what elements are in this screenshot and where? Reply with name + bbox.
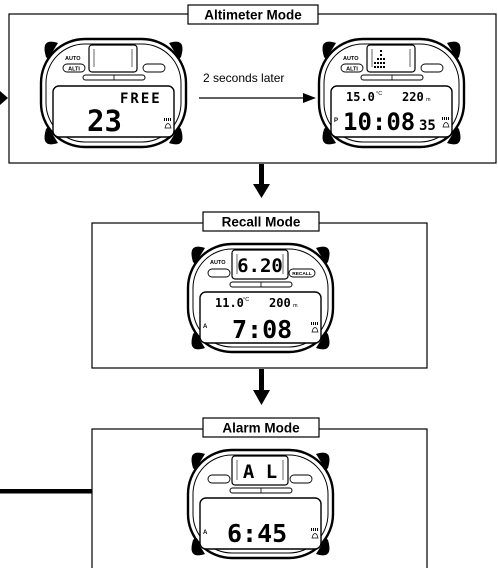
altimeter-mode-title: Altimeter Mode	[204, 8, 302, 23]
lcd-altitude-unit: m	[426, 97, 431, 103]
watch-altimeter-readout: AUTO ALTI 15.0 °C 220 m P 10:08 35	[317, 37, 466, 149]
alti-button-label: ALTI	[346, 67, 358, 73]
battery-icon	[311, 322, 318, 325]
auto-label: AUTO	[210, 260, 226, 266]
lcd-pm-indicator: P	[334, 118, 338, 124]
lcd-top-text: FREE	[120, 91, 162, 107]
lcd-alarm-time: 6:45	[227, 519, 287, 548]
alarm-mode-title: Alarm Mode	[222, 421, 300, 436]
altimeter-mode-panel: Altimeter Mode AUTO ALTI FREE 23	[0, 4, 497, 164]
watch-recall: 6.20 AUTO RECALL 11.0 °C 200 m A 7:08	[186, 242, 335, 354]
arrow-to-alarm	[253, 369, 270, 405]
battery-icon	[311, 528, 318, 531]
battery-icon	[164, 118, 171, 121]
alti-button[interactable]	[340, 63, 364, 73]
lcd-main-time: 7:08	[232, 315, 292, 344]
alti-button-label: ALTI	[68, 67, 80, 73]
lcd-altitude-unit: m	[293, 303, 298, 309]
watch-altimeter-free: AUTO ALTI FREE 23	[39, 37, 188, 149]
recall-mode-panel: Recall Mode 6.20 AUTO RECALL 11.0 °C 200…	[91, 211, 428, 369]
outgoing-line	[0, 489, 93, 494]
alarm-bell-icon	[164, 123, 172, 129]
lcd-temperature: 15.0	[346, 90, 375, 104]
recall-window-text: 6.20	[237, 255, 283, 277]
lcd-temperature-unit: °C	[243, 297, 249, 303]
lcd-seconds: 35	[419, 118, 436, 134]
alarm-window-text: A L	[243, 461, 277, 483]
transition-label: 2 seconds later	[203, 71, 284, 85]
lcd-am-indicator: A	[203, 324, 208, 330]
lcd-main-time: 10:08	[343, 108, 415, 136]
auto-label: AUTO	[343, 56, 359, 62]
lcd-temperature: 11.0	[215, 296, 244, 310]
alarm-bell-icon	[311, 327, 319, 333]
recall-button-label: RECALL	[292, 271, 312, 277]
recall-mode-title: Recall Mode	[222, 215, 301, 230]
transition-arrow: 2 seconds later	[199, 71, 316, 103]
watch-alarm: A L A 6:45	[186, 448, 335, 560]
altitude-graph-icon	[374, 50, 385, 68]
alarm-bell-icon	[311, 533, 319, 539]
lcd-altitude: 220	[402, 90, 424, 104]
lcd-altitude: 200	[269, 296, 291, 310]
incoming-arrow-head	[0, 91, 8, 105]
lcd-temperature-unit: °C	[376, 91, 382, 97]
lcd-am-indicator: A	[203, 530, 208, 536]
alarm-mode-panel: Alarm Mode A L A 6:45	[0, 417, 428, 568]
arrow-to-recall	[253, 164, 270, 198]
auto-label: AUTO	[65, 56, 81, 62]
lcd-main-text: 23	[87, 104, 122, 138]
alarm-bell-icon	[442, 122, 450, 128]
battery-icon	[442, 117, 449, 120]
alti-button[interactable]	[62, 63, 86, 73]
recall-button[interactable]	[288, 268, 316, 278]
